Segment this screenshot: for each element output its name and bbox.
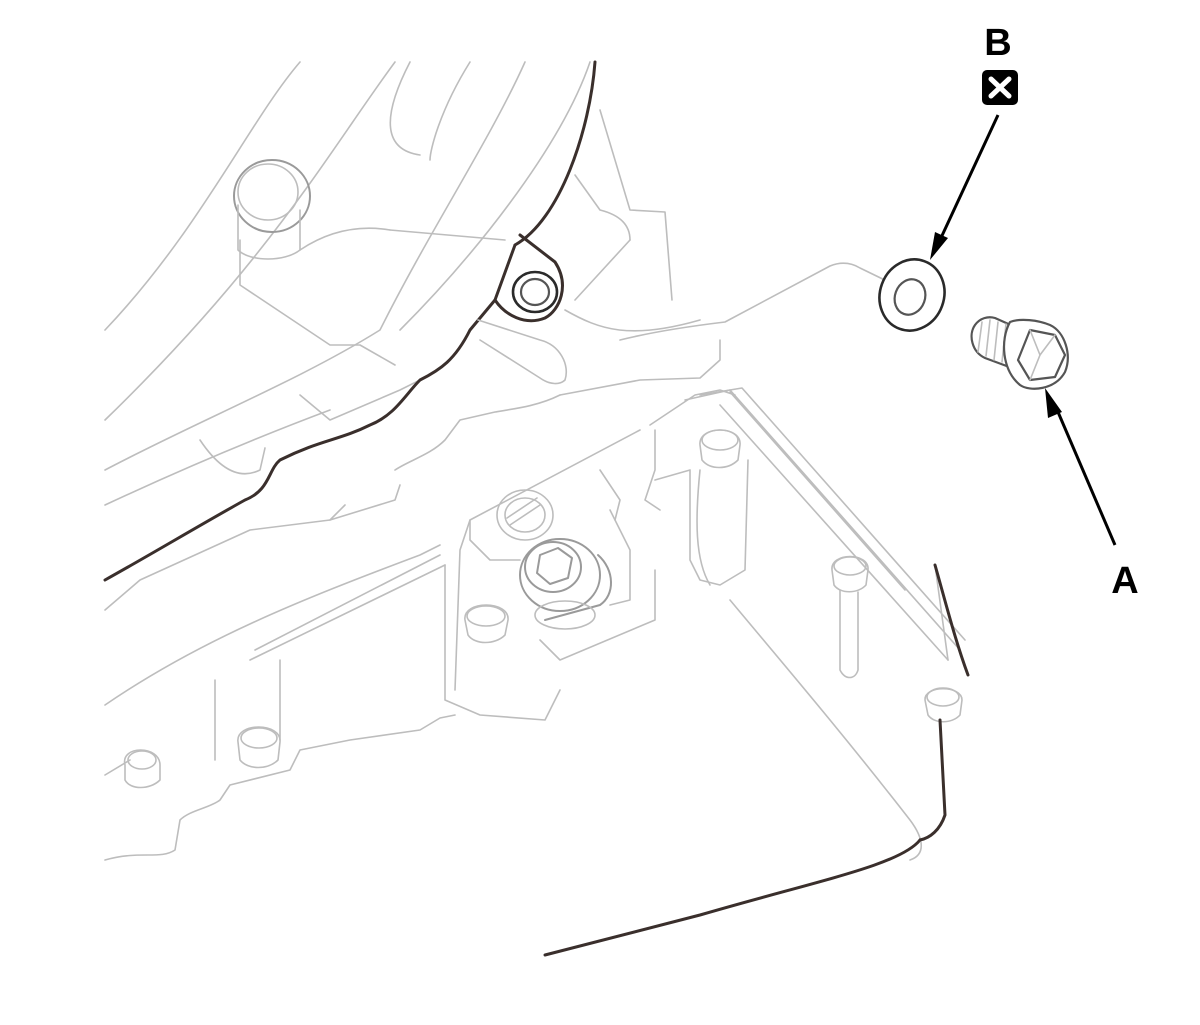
replace-symbol-icon: [982, 70, 1018, 105]
stud-bolt: [233, 159, 311, 260]
callout-b-label: B: [984, 22, 1011, 64]
case-bolt-4: [699, 429, 741, 469]
case-bolt-3: [464, 604, 509, 644]
callout-a-leader: [1053, 404, 1117, 546]
callout-a-label: A: [1111, 560, 1138, 602]
case-bolt-2: [237, 726, 281, 769]
callout-b: B: [930, 22, 1018, 260]
case-bolt-5: [831, 555, 869, 679]
case-bracket: [477, 233, 567, 385]
drain-plug: [519, 538, 612, 630]
callout-a: A: [1045, 388, 1139, 602]
fill-plug: [496, 489, 554, 541]
drain-bolt: [970, 316, 1069, 390]
case-dark-edge: [103, 60, 970, 957]
case-bolt-1: [124, 749, 161, 789]
case-bolt-6: [924, 687, 963, 723]
transmission-case: [104, 61, 966, 861]
sealing-washer: [878, 258, 946, 332]
callout-b-leader: [938, 114, 1000, 241]
